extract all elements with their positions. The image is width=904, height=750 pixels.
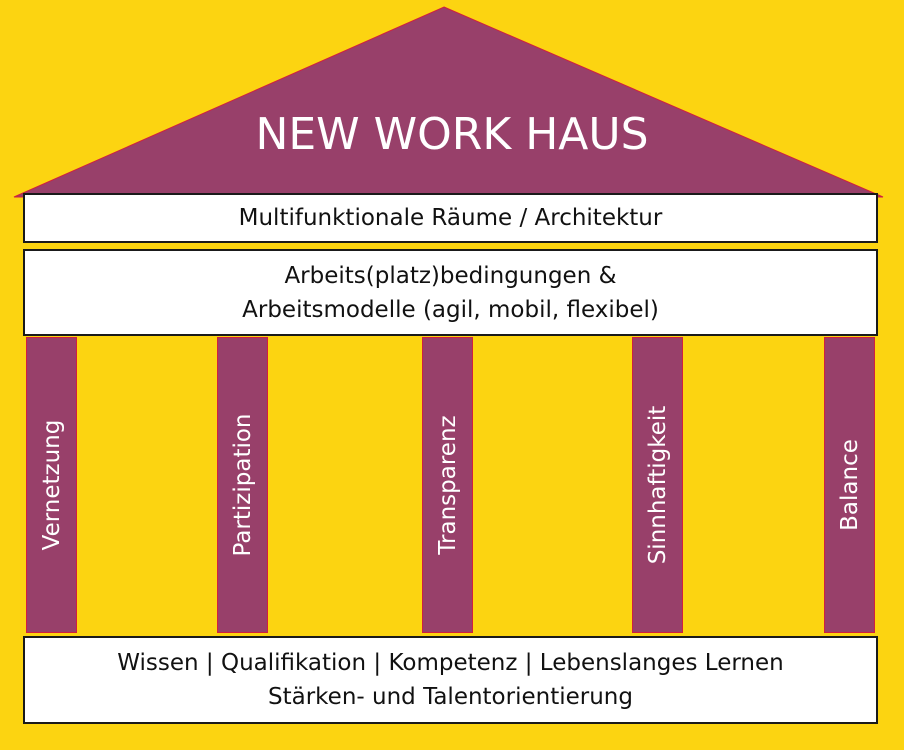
pillar-partizipation: Partizipation [217, 337, 268, 633]
roof-title: NEW WORK HAUS [255, 109, 649, 160]
beam-top: Multifunktionale Räume / Architektur [23, 193, 878, 243]
beam-middle: Arbeits(platz)bedingungen & Arbeitsmodel… [23, 249, 878, 336]
pillar-balance: Balance [824, 337, 875, 633]
beam-middle-line-2: Arbeitsmodelle (agil, mobil, flexibel) [242, 296, 659, 323]
beam-foundation-line-1: Wissen | Qualifikation | Kompetenz | Leb… [117, 650, 784, 676]
pillar-vernetzung: Vernetzung [26, 337, 77, 633]
pillar-label: Transparenz [434, 415, 461, 555]
pillar-transparenz: Transparenz [422, 337, 473, 633]
beam-middle-line-1: Arbeits(platz)bedingungen & [284, 262, 617, 289]
pillar-label: Vernetzung [38, 419, 65, 551]
beam-foundation: Wissen | Qualifikation | Kompetenz | Leb… [23, 636, 878, 724]
pillar-label: Partizipation [229, 413, 256, 557]
beam-top-text: Multifunktionale Räume / Architektur [238, 205, 663, 231]
pillar-label: Sinnhaftigkeit [644, 405, 671, 565]
beam-foundation-line-2: Stärken- und Talentorientierung [268, 684, 633, 710]
pillar-label: Balance [836, 439, 863, 531]
pillar-sinnhaftigkeit: Sinnhaftigkeit [632, 337, 683, 633]
